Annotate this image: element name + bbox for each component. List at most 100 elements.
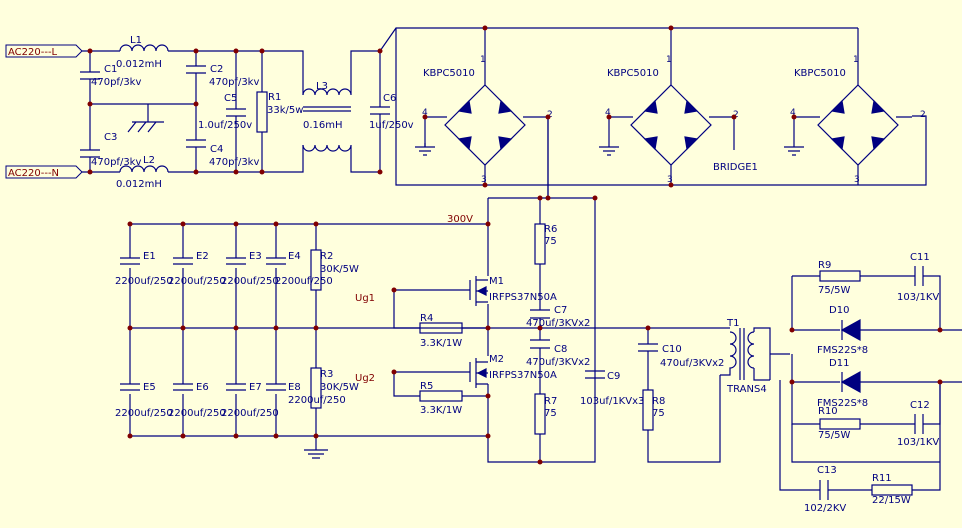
capacitor-c10 [638,343,658,352]
t1-ref: T1 [726,318,739,329]
capacitor-c8 [530,339,550,349]
half-bridge: M1 IRFPS37N50A M2 IRFPS37N50A Ug1 Ug2 R4… [355,198,724,463]
bridge-3: KBPC5010 1 2 3 4 [784,28,926,185]
c10-value: 470uf/3KVx2 [660,358,724,369]
ac-n-label: AC220---N [8,168,59,179]
resistor-r3 [310,367,322,409]
resistor-r7 [534,393,546,435]
resistor-r2 [310,249,322,291]
inductor-l1 [119,44,169,52]
c7-ref: C7 [554,305,567,316]
e2-ref: E2 [196,251,209,262]
d11-value: FMS22S*8 [817,398,868,409]
r6-value: 75 [544,236,557,247]
capacitor-c1 [80,71,100,80]
c13-ref: C13 [817,465,837,476]
e6-ref: E6 [196,382,209,393]
d10-ref: D10 [829,305,849,316]
r9-ref: R9 [818,260,831,271]
output-stage: R9 75/5W C11 103/1KV D10 FMS22S*8 D11 FM… [769,252,962,514]
junction-dots [87,25,943,465]
c1-value: 470pf/3kv [91,77,141,88]
m1-ref: M1 [489,276,504,287]
c9-ref: C9 [607,371,620,382]
resistor-r1 [256,91,268,133]
bridge-1-part: KBPC5010 [423,68,475,79]
r1-ref: R1 [268,92,281,103]
ug1-label: Ug1 [355,293,375,304]
r6-ref: R6 [544,224,557,235]
c12-value: 103/1KV [897,437,939,448]
r9-value: 75/5W [818,285,850,296]
choke-l3 [302,50,380,173]
r5-value: 3.3K/1W [420,405,462,416]
capacitor-c3 [80,149,100,158]
r11-value: 22/15W [872,495,911,506]
d10-value: FMS22S*8 [817,345,868,356]
l1-value: 0.012mH [116,59,162,70]
c9-value: 103uf/1KVx3 [580,396,644,407]
r2-value: 30K/5W [320,264,359,275]
diode-d10 [840,318,861,342]
e2-value: 2200uf/250 [168,276,226,287]
bridge-1-pin3: 3 [481,175,487,185]
bridge-3-pin4: 4 [790,108,796,118]
bridge-2-pin1: 1 [666,55,672,65]
c12-ref: C12 [910,400,930,411]
c6-ref: C6 [383,93,396,104]
resistor-r8 [642,389,654,431]
e3-ref: E3 [249,251,262,262]
c4-ref: C4 [210,144,223,155]
e8-value: 2200uf/250 [288,395,346,406]
transformer-t1: T1 TRANS4 [720,318,771,395]
resistor-r4 [419,322,463,334]
ug2-label: Ug2 [355,373,375,384]
c1-ref: C1 [104,64,117,75]
r7-ref: R7 [544,396,557,407]
capacitor-c7 [530,309,550,319]
capacitor-bank: 300V E1 2200uf/250 E2 2200uf/250 E3 2200… [115,214,488,459]
m1-value: IRFPS37N50A [489,292,557,303]
bridge-2-part: KBPC5010 [607,68,659,79]
diode-d11 [840,370,861,394]
r2-ref: R2 [320,251,333,262]
c2-value: 470pf/3kv [209,77,259,88]
bridge-1-pin4: 4 [422,108,428,118]
m2-value: IRFPS37N50A [489,370,557,381]
r8-ref: R8 [652,396,665,407]
c3-ref: C3 [104,132,117,143]
l2-ref: L2 [143,155,155,166]
r8-value: 75 [652,408,665,419]
r3-ref: R3 [320,369,333,380]
capacitor-c11 [914,266,924,286]
resistor-r10 [819,418,861,430]
bridge-1-pin1: 1 [480,55,486,65]
ac-n-input-tag [5,165,83,179]
r7-value: 75 [544,408,557,419]
bridge-1-pin2: 2 [547,110,553,120]
e8-ref: E8 [288,382,301,393]
bridge-3-pin1: 1 [853,55,859,65]
r1-value: 33k/5w [267,105,303,116]
l3-value: 0.16mH [303,120,343,131]
mosfet-m1 [394,276,488,306]
r11-ref: R11 [872,473,892,484]
c4-value: 470pf/3kv [209,157,259,168]
e4-value: 2200uf/250 [275,276,333,287]
c11-value: 103/1KV [897,292,939,303]
bridge-3-pin3: 3 [854,175,860,185]
bridge-2-pin3: 3 [667,175,673,185]
l1-ref: L1 [130,35,142,46]
c8-value: 470uf/3KVx2 [526,357,590,368]
resistor-r5 [419,390,463,402]
c11-ref: C11 [910,252,930,263]
r3-value: 30K/5W [320,382,359,393]
c13-value: 102/2KV [804,503,846,514]
input-filter: AC220---L AC220---N L1 0.012mH L2 0.012m… [5,27,927,190]
c3-value: 470pf/3kv [91,157,141,168]
capacitor-c4 [186,139,206,148]
e1-value: 2200uf/250 [115,276,173,287]
r5-ref: R5 [420,381,433,392]
e4-ref: E4 [288,251,301,262]
mosfet-m2 [394,358,488,388]
